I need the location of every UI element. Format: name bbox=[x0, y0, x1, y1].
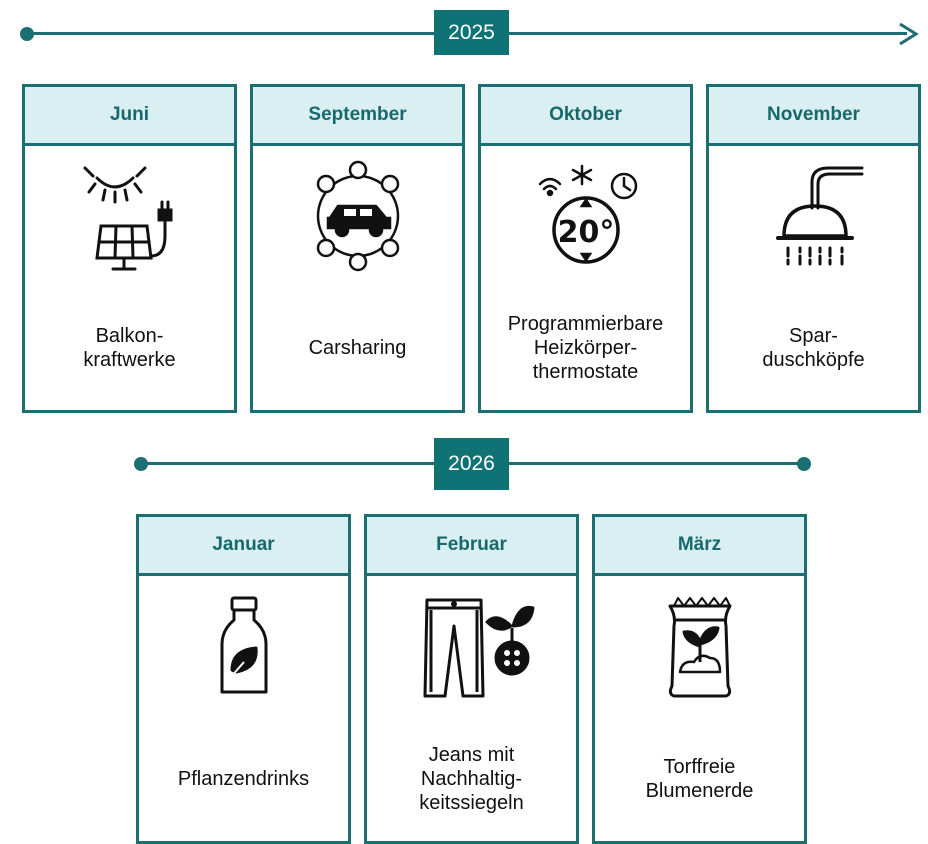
card-februar: Februar Jeans mit Nachhaltig- keitssiege… bbox=[364, 514, 579, 844]
carsharing-icon bbox=[253, 146, 462, 286]
card-januar: Januar Pflanzendrinks bbox=[136, 514, 351, 844]
card-september: September Carsharing bbox=[250, 84, 465, 413]
shower-head-icon bbox=[709, 146, 918, 286]
card-month: März bbox=[595, 517, 804, 576]
potting-soil-bag-icon bbox=[595, 576, 804, 716]
card-label: Torffreie Blumenerde bbox=[645, 755, 754, 802]
jeans-icon bbox=[367, 576, 576, 716]
card-label: Pflanzendrinks bbox=[177, 767, 310, 790]
card-month: Oktober bbox=[481, 87, 690, 146]
solar-panel-icon bbox=[25, 146, 234, 286]
card-november: November Spar- duschköpfe bbox=[706, 84, 921, 413]
plant-milk-bottle-icon bbox=[139, 576, 348, 716]
card-label: Jeans mit Nachhaltig- keitssiegeln bbox=[419, 743, 524, 814]
card-month: Februar bbox=[367, 517, 576, 576]
card-label: Spar- duschköpfe bbox=[762, 325, 865, 371]
thermostat-icon: 20° bbox=[481, 146, 690, 286]
card-oktober: Oktober 20° Programmierbare Heizkörper- … bbox=[478, 84, 693, 413]
card-month: November bbox=[709, 87, 918, 146]
card-label: Balkon- kraftwerke bbox=[83, 325, 176, 371]
timeline-2025-arrow-icon bbox=[899, 22, 919, 46]
card-label: Carsharing bbox=[308, 337, 407, 359]
card-month: September bbox=[253, 87, 462, 146]
card-maerz: März Torffreie Blumenerde bbox=[592, 514, 807, 844]
card-label: Programmierbare Heizkörper- thermostate bbox=[507, 313, 664, 383]
year-badge-2025: 2025 bbox=[434, 10, 509, 55]
card-juni: Juni Balkon- kraftwerke bbox=[22, 84, 237, 413]
thermostat-display: 20° bbox=[557, 215, 614, 250]
timeline-2026-end-dot bbox=[797, 457, 811, 471]
card-month: Januar bbox=[139, 517, 348, 576]
year-badge-2026: 2026 bbox=[434, 438, 509, 490]
card-month: Juni bbox=[25, 87, 234, 146]
